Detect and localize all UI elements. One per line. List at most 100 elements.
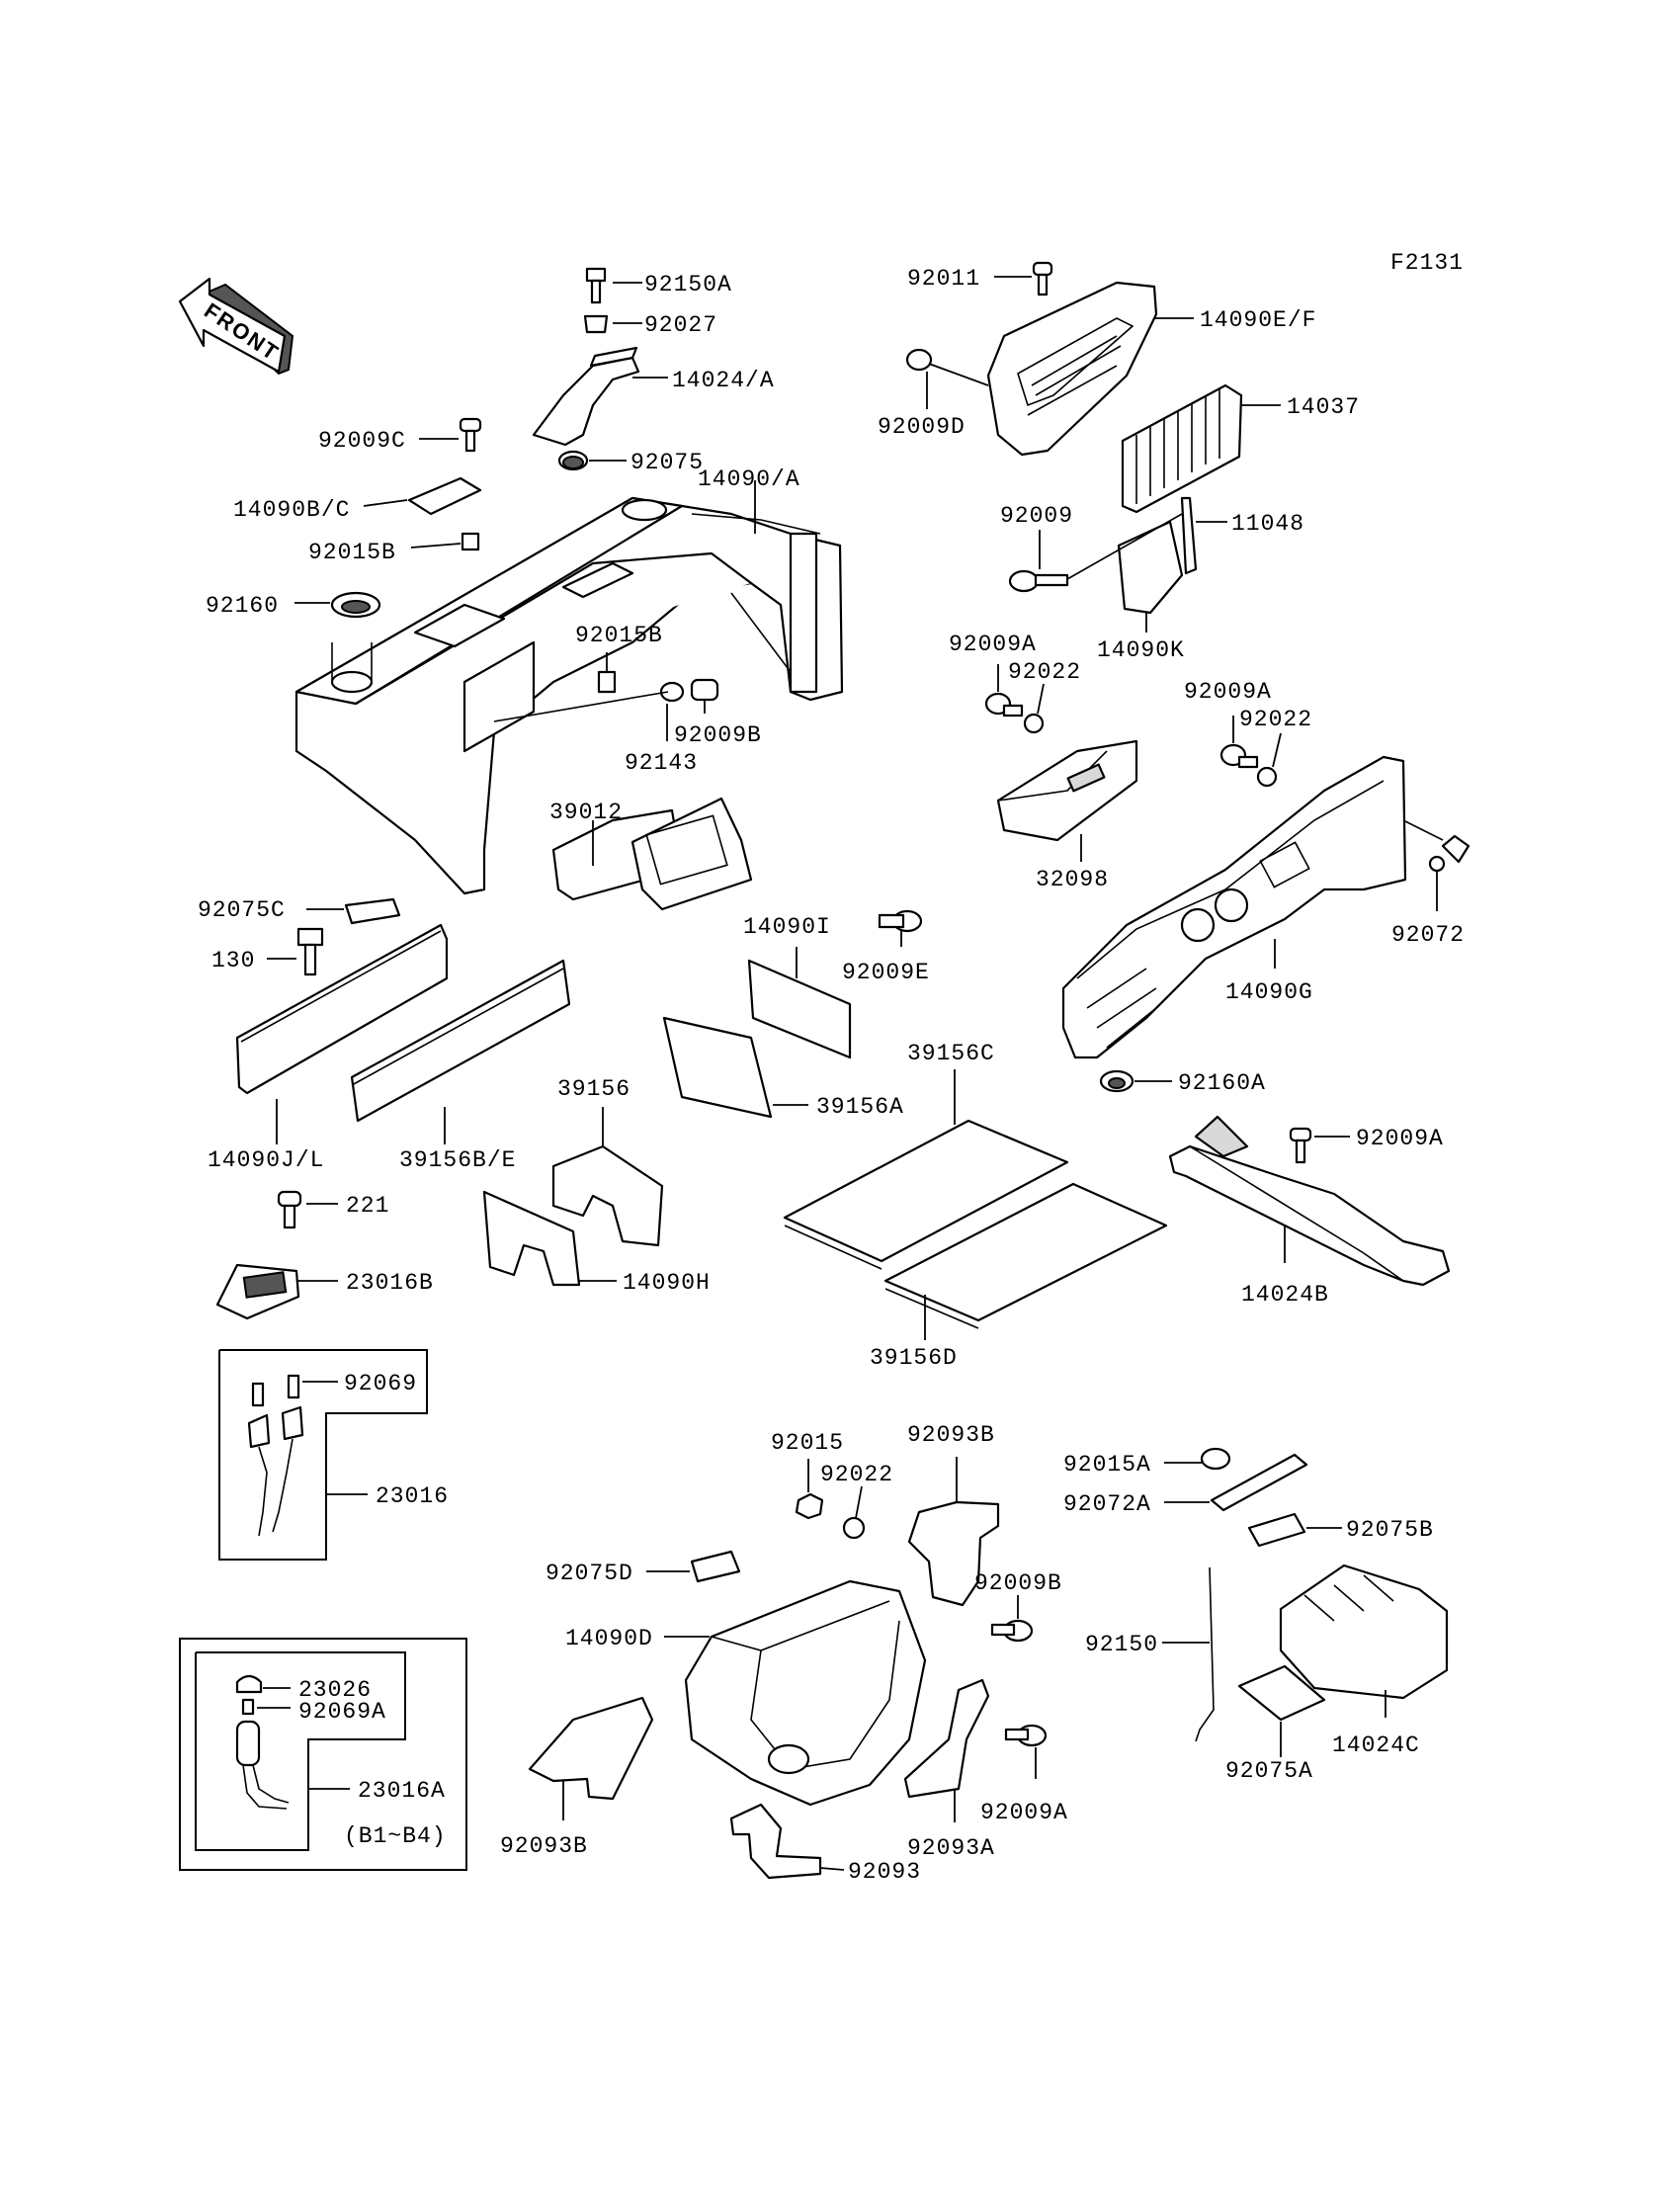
label-92009A-2: 92009A: [1184, 679, 1272, 705]
label-23026: 23026: [298, 1677, 372, 1703]
duct-39012: [551, 797, 753, 911]
label-92027: 92027: [644, 312, 717, 338]
label-92015A: 92015A: [1063, 1452, 1151, 1478]
tray-14090D: [664, 1579, 927, 1807]
label-92093B-2: 92093B: [500, 1833, 588, 1859]
screw-92009A-3: [1289, 1127, 1350, 1164]
clip-92015B: [410, 532, 480, 551]
screw-92011: [994, 261, 1053, 296]
label-14090A: 14090/A: [698, 466, 800, 492]
grommet-92160A: [1099, 1069, 1172, 1093]
switch-box-32098: [996, 739, 1138, 862]
label-92160A: 92160A: [1178, 1070, 1266, 1096]
label-92093A: 92093A: [907, 1835, 995, 1861]
label-92015: 92015: [771, 1430, 844, 1456]
label-23016: 23016: [376, 1483, 449, 1509]
label-92009: 92009: [1000, 503, 1073, 529]
label-32098: 32098: [1036, 867, 1109, 892]
screw-221: [277, 1190, 338, 1229]
label-92150: 92150: [1085, 1632, 1158, 1657]
mat-39156D: [883, 1182, 1168, 1340]
bracket-92093B-1: [907, 1457, 1000, 1607]
label-14024A: 14024/A: [672, 368, 775, 393]
label-92009A-1: 92009A: [949, 632, 1037, 657]
pad-92075A: [1237, 1664, 1326, 1757]
label-92009B-2: 92009B: [974, 1570, 1062, 1596]
pad-92075B: [1247, 1512, 1342, 1548]
switch-23016B: [215, 1263, 338, 1320]
front-arrow-icon: FRONT: [178, 277, 294, 376]
washer-92022-1: [1023, 683, 1045, 734]
bracket-14024B: [1168, 1115, 1451, 1287]
label-92022-1: 92022: [1008, 659, 1081, 685]
mat-39156C: [783, 1069, 1069, 1270]
clamp-92072: [1428, 834, 1470, 911]
screw-92009B-2: [990, 1595, 1034, 1643]
screw-92009B: [690, 678, 719, 714]
label-14037: 14037: [1287, 394, 1360, 420]
pad-39156A: [662, 1016, 808, 1119]
label-14090I: 14090I: [743, 914, 831, 940]
label-39156BE: 39156B/E: [399, 1147, 516, 1173]
screw-92009A-1: [984, 664, 1024, 718]
pad-39156BE: [350, 959, 571, 1144]
bracket-92093: [729, 1803, 845, 1880]
label-14090G: 14090G: [1225, 979, 1313, 1005]
cover-14090H: [482, 1190, 617, 1287]
label-14090JL: 14090J/L: [208, 1147, 324, 1173]
label-92009C: 92009C: [318, 428, 406, 454]
label-14024C: 14024C: [1332, 1732, 1420, 1758]
bracket-11048: [1066, 496, 1227, 615]
label-92069A: 92069A: [298, 1699, 386, 1725]
clip-92015B-2: [597, 652, 617, 694]
label-92075D: 92075D: [546, 1561, 633, 1586]
nut-92015A: [1164, 1447, 1231, 1471]
screw-92009A-4: [1004, 1724, 1048, 1779]
label-92009A-3: 92009A: [1356, 1126, 1444, 1151]
bracket-92093B-2: [528, 1696, 654, 1820]
rod-92150: [1162, 1566, 1215, 1742]
label-39012: 39012: [549, 800, 623, 825]
bolt-130: [267, 927, 324, 976]
label-92022-3: 92022: [820, 1462, 893, 1487]
label-92075B: 92075B: [1346, 1517, 1434, 1543]
washer-92143: [659, 681, 685, 741]
pad-92075C: [306, 897, 401, 925]
label-92075C: 92075C: [198, 897, 286, 923]
label-92011: 92011: [907, 266, 980, 292]
screw-92009: [1008, 530, 1069, 593]
label-39156A: 39156A: [816, 1094, 904, 1120]
label-92072A: 92072A: [1063, 1491, 1151, 1517]
panel-14090I: [747, 947, 852, 1059]
label-92009A-4: 92009A: [980, 1800, 1068, 1825]
bolt-92009C: [419, 417, 482, 453]
label-14090BC: 14090B/C: [233, 497, 350, 523]
label-11048: 11048: [1231, 511, 1304, 537]
screw-92009D: [905, 348, 989, 409]
label-39156: 39156: [557, 1076, 630, 1102]
label-92143: 92143: [625, 750, 698, 776]
screw-92009E: [878, 909, 923, 947]
label-39156C: 39156C: [907, 1041, 995, 1066]
label-92015B-1: 92015B: [308, 540, 396, 565]
plate-14090BC: [363, 476, 482, 516]
variant-note: (B1~B4): [344, 1823, 447, 1849]
instrument-panel-14090G: [1061, 755, 1444, 1059]
label-14090D: 14090D: [565, 1626, 653, 1651]
box-23016A: [179, 1638, 467, 1871]
strap-92072A: [1164, 1453, 1308, 1512]
label-92093B-1: 92093B: [907, 1422, 995, 1448]
label-92093: 92093: [848, 1859, 921, 1885]
figure-code: F2131: [1390, 250, 1464, 276]
bezel-14090EF: [986, 281, 1194, 457]
label-23016A: 23016A: [358, 1778, 446, 1804]
label-14090EF: 14090E/F: [1200, 307, 1316, 333]
label-92009D: 92009D: [878, 414, 966, 440]
label-92009E: 92009E: [842, 960, 930, 985]
label-130: 130: [211, 948, 255, 973]
label-92009B-1: 92009B: [674, 722, 762, 748]
pad-39156: [551, 1107, 664, 1247]
label-92015B-2: 92015B: [575, 623, 663, 648]
box-23016: [218, 1349, 428, 1561]
label-92075A: 92075A: [1225, 1758, 1313, 1784]
